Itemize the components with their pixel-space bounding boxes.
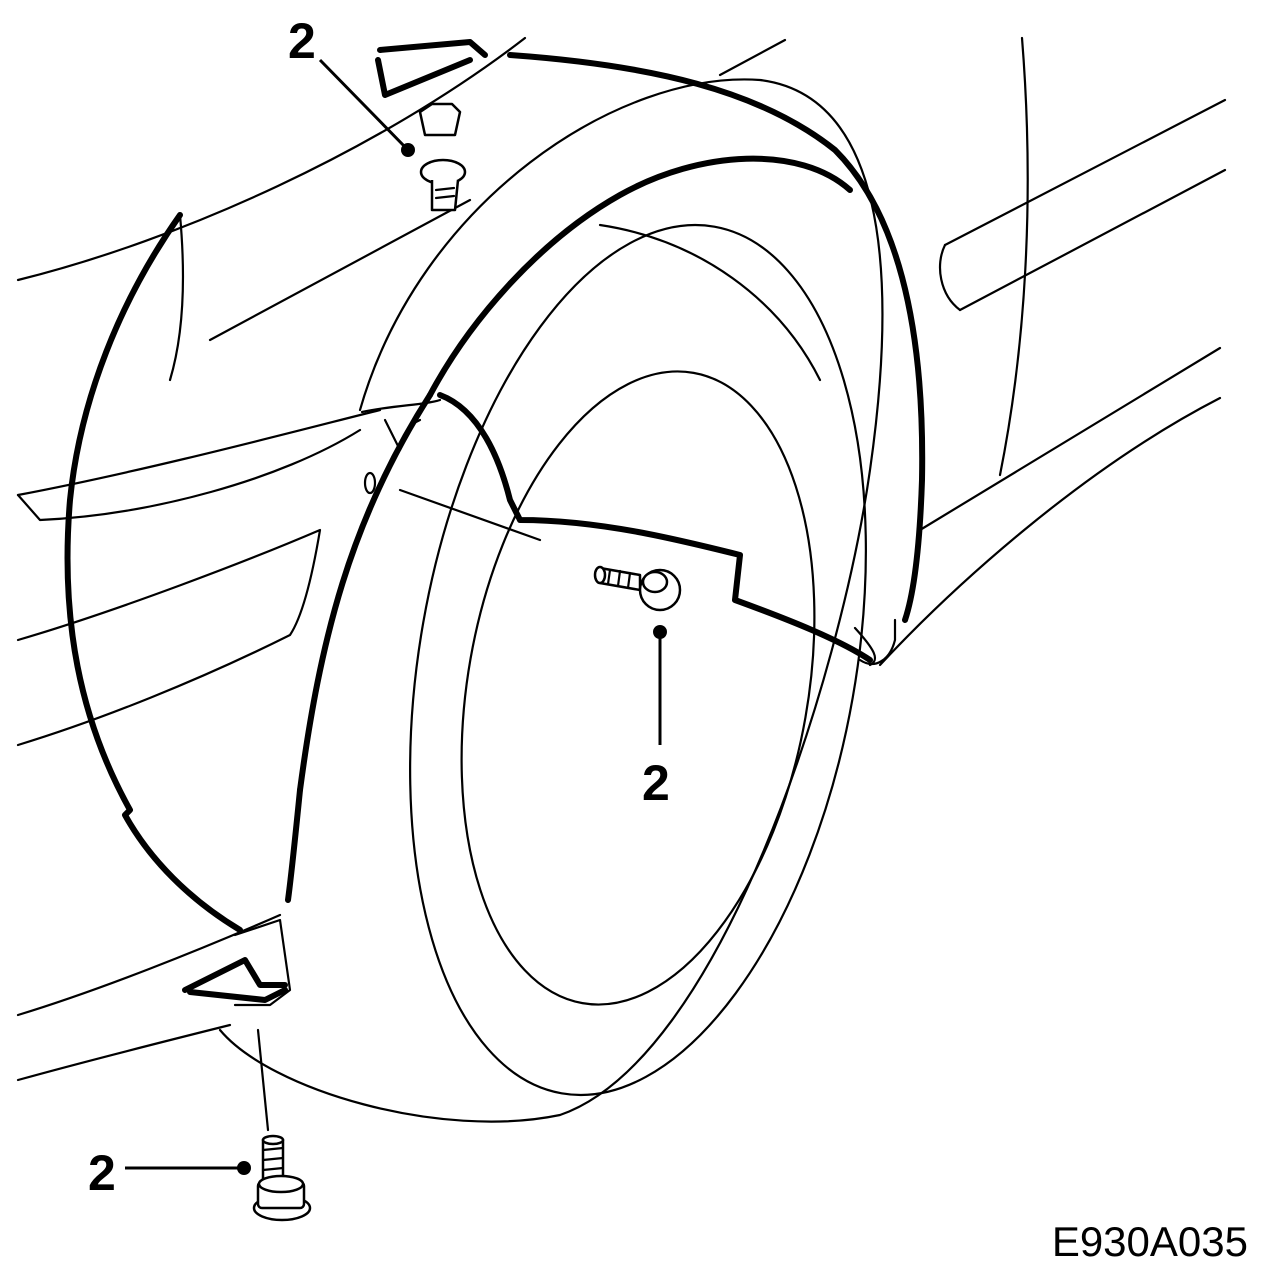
screw-fastener-icon — [593, 565, 682, 612]
callout-leaders — [125, 58, 667, 1175]
callout-label-bottom: 2 — [88, 1145, 116, 1201]
arch-liner — [64, 39, 926, 933]
door-sill-lines — [718, 36, 1227, 667]
bolt-fastener-icon — [252, 1134, 312, 1222]
clip-fastener-icon — [418, 102, 467, 212]
callout-label-top: 2 — [288, 13, 316, 69]
wheel — [218, 78, 884, 1123]
lower-bracket — [182, 918, 292, 1007]
figure-code: E930A035 — [1052, 1218, 1248, 1265]
callout-label-center: 2 — [642, 755, 670, 811]
